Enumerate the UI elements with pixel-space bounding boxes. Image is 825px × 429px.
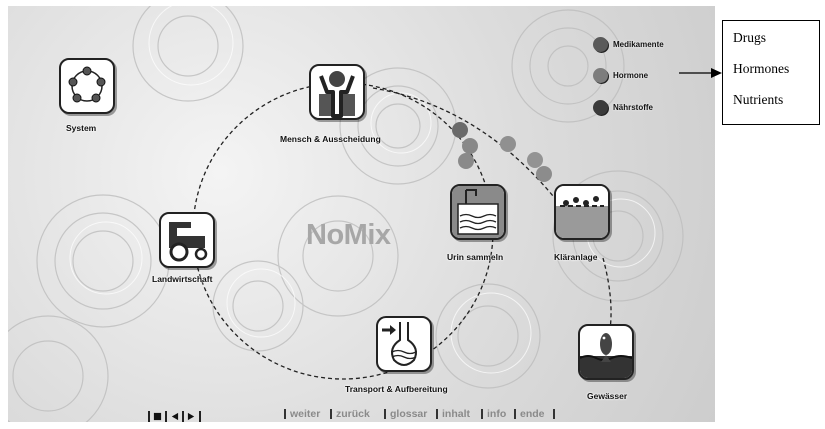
nav-separator	[384, 409, 386, 419]
legend-label-naehrstoffe: Nährstoffe	[613, 103, 654, 112]
legend-label-hormone: Hormone	[613, 71, 649, 80]
legend-label-medikamente: Medikamente	[613, 40, 664, 49]
nav-inhalt-link[interactable]: inhalt	[442, 408, 470, 420]
particle-hormone	[462, 138, 478, 154]
rewind-icon[interactable]	[170, 411, 179, 422]
legend-dot-hormone	[593, 68, 608, 83]
separator-bar	[165, 410, 167, 422]
gewaesser-label: Gewässer	[587, 391, 628, 401]
person-icon	[319, 71, 355, 118]
particle-hormone	[527, 152, 543, 168]
mensch-ausscheidung-label: Mensch & Ausscheidung	[280, 134, 381, 144]
particle-hormone	[458, 153, 474, 169]
nav-separator	[284, 409, 286, 419]
translation-arrow-icon	[679, 68, 722, 78]
nav-glossar-link[interactable]: glossar	[390, 408, 428, 420]
nav-separator	[553, 409, 555, 419]
translation-hormones: Hormones	[733, 61, 790, 76]
nav-separator	[330, 409, 332, 419]
fish-water-icon	[580, 333, 632, 378]
particle-hormone	[500, 136, 516, 152]
collection-tank-icon	[452, 186, 504, 238]
system-cycle-icon	[68, 66, 106, 103]
transport-aufbereitung-node[interactable]	[376, 316, 432, 372]
landwirtschaft-label: Landwirtschaft	[152, 274, 213, 284]
legend-dot-medikamente	[593, 37, 608, 52]
media-player-controls	[148, 410, 201, 422]
klaeranlage-node[interactable]	[554, 184, 610, 240]
klaeranlage-label: Kläranlage	[554, 252, 598, 262]
separator-bar	[148, 410, 150, 422]
flask-icon	[382, 322, 417, 366]
separator-bar	[199, 410, 201, 422]
particle-medikamente	[452, 122, 468, 138]
separator-bar	[182, 410, 184, 422]
gewaesser-node[interactable]	[578, 324, 634, 380]
system-node[interactable]	[59, 58, 115, 114]
particle-nahrstoffe	[536, 166, 552, 182]
substance-particles	[452, 122, 552, 182]
system-label: System	[66, 123, 97, 133]
nav-separator	[436, 409, 438, 419]
tractor-icon	[169, 222, 208, 262]
stop-icon[interactable]	[153, 411, 162, 422]
mensch-ausscheidung-node[interactable]	[309, 64, 365, 120]
legend-dot-naehrstoffe	[593, 100, 608, 115]
nomix-screen: Medikamente Hormone Nährstoffe NoMix Sys…	[8, 6, 715, 422]
play-icon[interactable]	[187, 411, 196, 422]
treatment-plant-icon	[556, 186, 608, 238]
translation-box: Drugs Hormones Nutrients	[722, 20, 820, 125]
urin-sammeln-label: Urin sammeln	[447, 252, 504, 262]
translation-drugs: Drugs	[733, 30, 766, 45]
nav-zurueck-link[interactable]: zurück	[336, 408, 370, 420]
nav-ende-link[interactable]: ende	[520, 408, 545, 420]
transport-aufbereitung-label: Transport & Aufbereitung	[345, 384, 448, 394]
nav-separator	[514, 409, 516, 419]
landwirtschaft-node[interactable]	[159, 212, 215, 268]
nav-weiter-link[interactable]: weiter	[290, 408, 321, 420]
nomix-logo-text: NoMix	[306, 219, 391, 251]
urin-sammeln-node[interactable]	[450, 184, 506, 240]
nav-separator	[481, 409, 483, 419]
translation-nutrients: Nutrients	[733, 92, 784, 107]
nav-info-link[interactable]: info	[487, 408, 507, 420]
